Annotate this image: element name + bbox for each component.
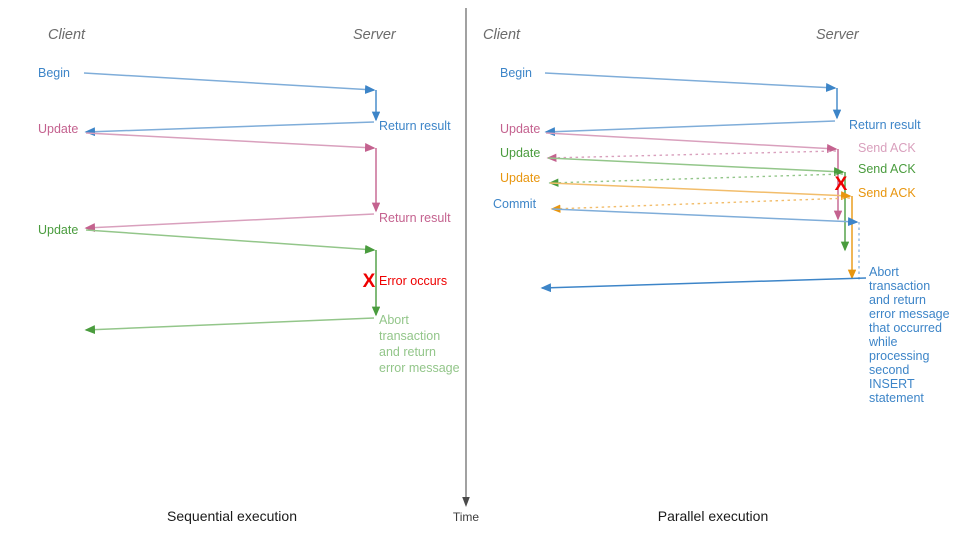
left-label-error: Error occurs bbox=[379, 274, 447, 288]
right-label-begin: Begin bbox=[500, 66, 532, 80]
left-arrow-return-2 bbox=[84, 213, 375, 233]
right-arrow-update-2 bbox=[547, 157, 845, 177]
right-label-update-1: Update bbox=[500, 122, 540, 136]
svg-text:second: second bbox=[869, 363, 909, 377]
right-panel: Client Server Begin Return result Update… bbox=[483, 27, 950, 524]
left-lane-client: Client bbox=[48, 27, 86, 43]
right-ack-dotted-3 bbox=[550, 197, 851, 213]
left-label-begin: Begin bbox=[38, 66, 70, 80]
right-lane-client: Client bbox=[483, 27, 521, 43]
right-label-update-2: Update bbox=[500, 146, 540, 160]
time-arrowhead bbox=[462, 497, 470, 507]
left-lane-server: Server bbox=[353, 27, 397, 43]
left-arrow-abort bbox=[84, 317, 375, 335]
right-arrow-update-1 bbox=[545, 132, 838, 153]
svg-text:and return: and return bbox=[379, 345, 436, 359]
svg-text:Abort: Abort bbox=[379, 313, 409, 327]
left-label-return-1: Return result bbox=[379, 119, 451, 133]
right-label-ack-2: Send ACK bbox=[858, 162, 916, 176]
right-arrow-update-3 bbox=[549, 182, 852, 201]
svg-text:error message: error message bbox=[379, 361, 460, 375]
left-error-x-icon: X bbox=[363, 271, 376, 292]
right-panel-caption: Parallel execution bbox=[658, 508, 769, 524]
right-arrow-commit bbox=[551, 208, 859, 227]
time-axis-label: Time bbox=[453, 510, 480, 524]
svg-text:processing: processing bbox=[869, 349, 929, 363]
left-label-return-2: Return result bbox=[379, 211, 451, 225]
left-panel-caption: Sequential execution bbox=[167, 508, 297, 524]
right-label-ack-3: Send ACK bbox=[858, 186, 916, 200]
right-label-return-1: Return result bbox=[849, 118, 921, 132]
right-arrow-return-1 bbox=[544, 120, 836, 137]
right-label-ack-1: Send ACK bbox=[858, 141, 916, 155]
right-ack-dotted-1 bbox=[546, 150, 837, 162]
svg-text:Abort: Abort bbox=[869, 265, 899, 279]
left-arrow-update-2 bbox=[85, 229, 376, 254]
right-arrow-begin bbox=[544, 72, 837, 93]
right-arrow-abort bbox=[540, 277, 867, 293]
svg-text:error message: error message bbox=[869, 307, 950, 321]
left-arrow-return-1 bbox=[84, 121, 375, 137]
right-label-abort: Abort transaction and return error messa… bbox=[868, 265, 950, 405]
right-lane-server: Server bbox=[816, 27, 860, 43]
left-arrow-begin bbox=[83, 72, 376, 94]
svg-text:that occurred: that occurred bbox=[869, 321, 942, 335]
svg-text:transaction: transaction bbox=[379, 329, 440, 343]
svg-text:transaction: transaction bbox=[869, 279, 930, 293]
svg-text:and return: and return bbox=[869, 293, 926, 307]
left-label-update-1: Update bbox=[38, 122, 78, 136]
left-panel: Client Server Begin Return result Update… bbox=[38, 27, 460, 524]
right-error-x-icon: X bbox=[835, 174, 848, 195]
svg-text:while: while bbox=[868, 335, 898, 349]
left-arrow-update-1 bbox=[85, 132, 376, 153]
svg-text:INSERT: INSERT bbox=[869, 377, 915, 391]
right-ack-dotted-2 bbox=[548, 173, 844, 187]
right-label-update-3: Update bbox=[500, 171, 540, 185]
right-label-commit: Commit bbox=[493, 197, 537, 211]
svg-text:statement: statement bbox=[869, 391, 924, 405]
left-label-update-2: Update bbox=[38, 223, 78, 237]
left-label-abort: Abort transaction and return error messa… bbox=[379, 313, 460, 375]
